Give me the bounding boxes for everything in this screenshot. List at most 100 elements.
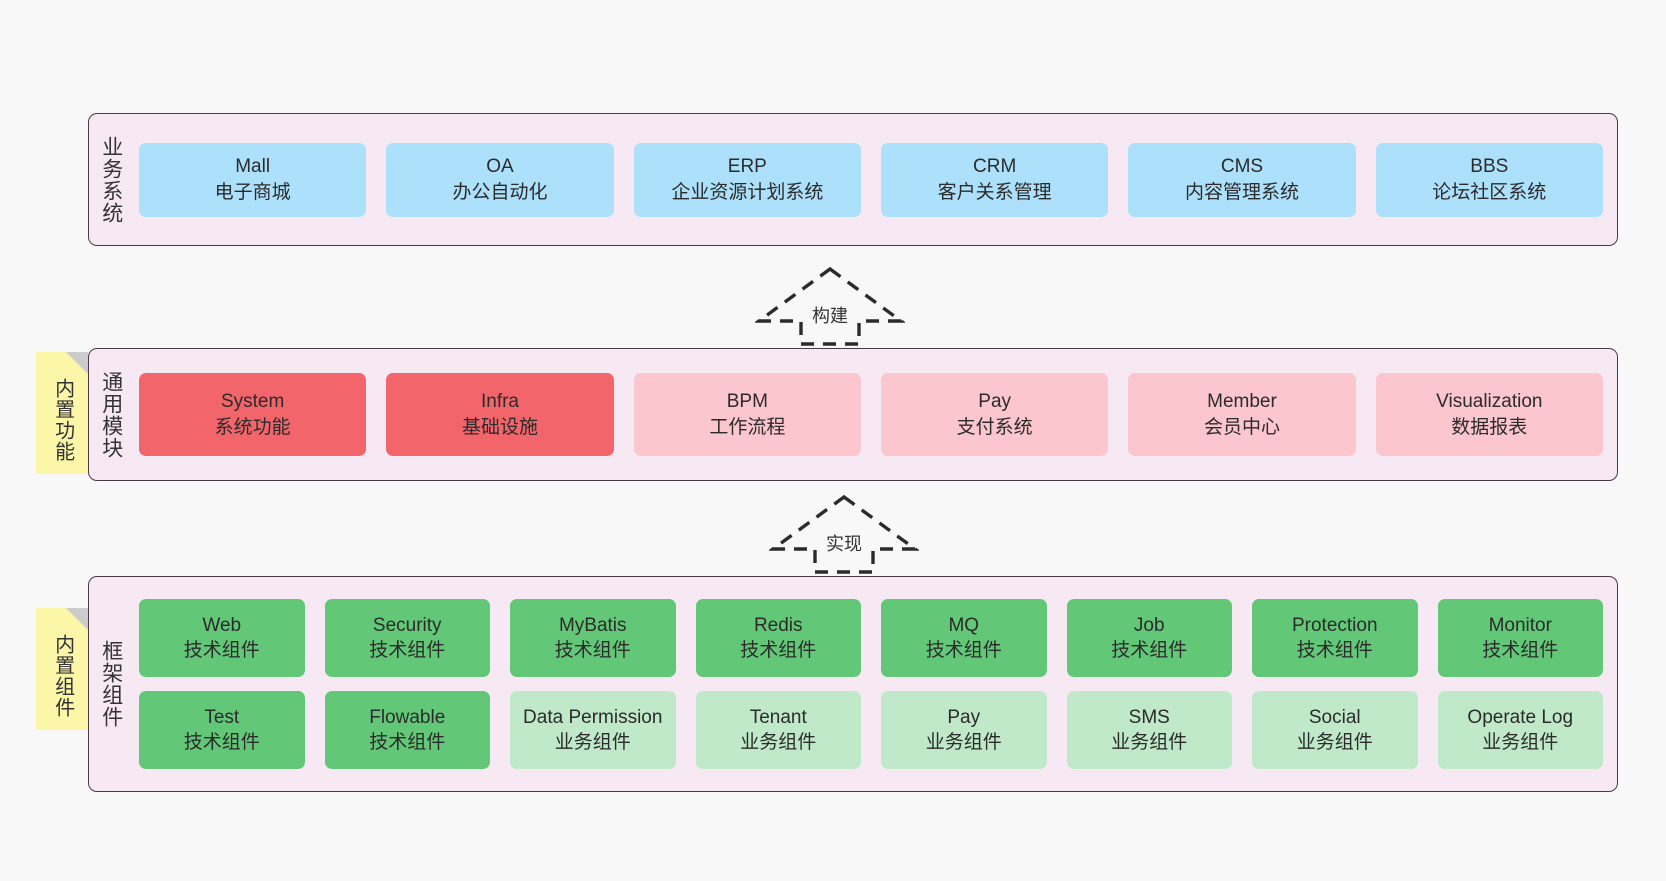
card-web[interactable]: Web 技术组件 [139, 599, 305, 677]
card-redis[interactable]: Redis 技术组件 [695, 599, 861, 677]
layer-title-common-modules: 通用模块 [99, 370, 123, 459]
card-title: CMS [1220, 156, 1264, 178]
note-builtin-components: 内置组件 [36, 608, 88, 730]
card-title: ERP [727, 156, 767, 178]
card-title: Member [1207, 391, 1277, 413]
card-cms[interactable]: CMS 内容管理系统 [1128, 142, 1356, 217]
card-visualization[interactable]: Visualization 数据报表 [1375, 373, 1603, 456]
card-subtitle: 工作流程 [709, 416, 786, 438]
dashed-hollow-arrow-icon [767, 494, 921, 574]
card-subtitle: 技术组件 [740, 640, 817, 661]
layer-business-systems: 业务系统 Mall 电子商城 OA 办公自动化 ERP 企业资源计划系统 CRM… [88, 113, 1618, 246]
card-monitor[interactable]: Monitor 技术组件 [1437, 599, 1603, 677]
note-label: 内置组件 [51, 634, 74, 718]
page-fold-icon [66, 352, 88, 374]
card-infra[interactable]: Infra 基础设施 [386, 373, 614, 456]
card-subtitle: 业务组件 [1111, 732, 1188, 753]
layer-items-business-systems: Mall 电子商城 OA 办公自动化 ERP 企业资源计划系统 CRM 客户关系… [133, 114, 1617, 245]
card-title: Data Permission [523, 706, 663, 728]
card-subtitle: 基础设施 [461, 416, 538, 438]
card-title: OA [486, 156, 514, 178]
arrow-label-build: 构建 [812, 306, 848, 326]
card-title: Tenant [749, 706, 807, 728]
card-title: Visualization [1436, 391, 1543, 413]
layer-common-modules: 通用模块 System 系统功能 Infra 基础设施 BPM 工作流程 Pay… [88, 348, 1618, 481]
arrow-implement: 实现 [767, 493, 921, 576]
card-pay-component[interactable]: Pay 业务组件 [881, 691, 1047, 769]
card-title: Protection [1291, 614, 1378, 636]
card-title: Security [372, 614, 442, 636]
card-subtitle: 企业资源计划系统 [671, 181, 824, 203]
card-oa[interactable]: OA 办公自动化 [386, 142, 614, 217]
card-subtitle: 技术组件 [1296, 640, 1373, 661]
card-flowable[interactable]: Flowable 技术组件 [324, 691, 490, 769]
card-subtitle: 技术组件 [183, 732, 260, 753]
card-title: Monitor [1488, 614, 1552, 636]
card-subtitle: 业务组件 [925, 732, 1002, 753]
arrow-label-implement: 实现 [826, 534, 862, 554]
card-title: Test [204, 706, 240, 728]
card-subtitle: 技术组件 [1111, 640, 1188, 661]
card-security[interactable]: Security 技术组件 [324, 599, 490, 677]
card-mall[interactable]: Mall 电子商城 [139, 142, 367, 217]
layer-items-framework-components: Web 技术组件 Security 技术组件 MyBatis 技术组件 Redi… [133, 577, 1617, 791]
card-pay-module[interactable]: Pay 支付系统 [880, 373, 1109, 456]
card-subtitle: 业务组件 [1296, 732, 1373, 753]
card-title: SMS [1128, 706, 1170, 728]
card-title: System [220, 391, 285, 413]
card-title: Pay [978, 391, 1012, 413]
card-subtitle: 系统功能 [214, 416, 291, 438]
card-subtitle: 技术组件 [925, 640, 1002, 661]
card-title: Web [202, 614, 242, 636]
card-protection[interactable]: Protection 技术组件 [1252, 599, 1418, 677]
card-data-permission[interactable]: Data Permission 业务组件 [510, 691, 676, 769]
note-label: 内置功能 [51, 378, 74, 462]
card-mybatis[interactable]: MyBatis 技术组件 [510, 599, 676, 677]
card-bbs[interactable]: BBS 论坛社区系统 [1375, 142, 1603, 217]
card-subtitle: 支付系统 [956, 416, 1033, 438]
card-subtitle: 数据报表 [1451, 416, 1528, 438]
card-tenant[interactable]: Tenant 业务组件 [695, 691, 861, 769]
card-subtitle: 业务组件 [740, 732, 817, 753]
card-row: Web 技术组件 Security 技术组件 MyBatis 技术组件 Redi… [139, 599, 1603, 677]
card-title: Flowable [369, 706, 446, 728]
card-crm[interactable]: CRM 客户关系管理 [880, 142, 1109, 217]
layer-items-common-modules: System 系统功能 Infra 基础设施 BPM 工作流程 Pay 支付系统… [133, 349, 1617, 480]
card-title: Social [1308, 706, 1361, 728]
card-subtitle: 办公自动化 [452, 181, 548, 203]
layer-framework-components: 框架组件 Web 技术组件 Security 技术组件 MyBatis 技术组件… [88, 576, 1618, 792]
card-sms[interactable]: SMS 业务组件 [1066, 691, 1232, 769]
card-subtitle: 业务组件 [1482, 732, 1559, 753]
card-erp[interactable]: ERP 企业资源计划系统 [633, 142, 861, 217]
card-member[interactable]: Member 会员中心 [1128, 373, 1356, 456]
card-title: Mall [235, 156, 271, 178]
card-title: Infra [480, 391, 519, 413]
card-title: BBS [1470, 156, 1509, 178]
card-operate-log[interactable]: Operate Log 业务组件 [1437, 691, 1603, 769]
card-title: BPM [726, 391, 768, 413]
card-subtitle: 论坛社区系统 [1432, 181, 1547, 203]
card-subtitle: 业务组件 [554, 732, 631, 753]
card-title: Pay [947, 706, 981, 728]
card-social[interactable]: Social 业务组件 [1252, 691, 1418, 769]
page-fold-icon [66, 608, 88, 630]
card-title: MyBatis [558, 614, 627, 636]
card-row: Mall 电子商城 OA 办公自动化 ERP 企业资源计划系统 CRM 客户关系… [139, 142, 1603, 217]
card-subtitle: 电子商城 [214, 181, 291, 203]
card-subtitle: 内容管理系统 [1184, 181, 1299, 203]
note-builtin-functions: 内置功能 [36, 352, 88, 474]
card-title: MQ [948, 614, 980, 636]
layer-title-framework-components: 框架组件 [99, 640, 123, 728]
card-job[interactable]: Job 技术组件 [1066, 599, 1232, 677]
card-bpm[interactable]: BPM 工作流程 [633, 373, 861, 456]
arrow-build: 构建 [753, 265, 907, 348]
card-system[interactable]: System 系统功能 [139, 373, 367, 456]
dashed-hollow-arrow-icon [753, 266, 907, 346]
card-mq[interactable]: MQ 技术组件 [881, 599, 1047, 677]
card-subtitle: 技术组件 [369, 640, 446, 661]
card-row: Test 技术组件 Flowable 技术组件 Data Permission … [139, 691, 1603, 769]
card-test[interactable]: Test 技术组件 [139, 691, 305, 769]
card-subtitle: 技术组件 [554, 640, 631, 661]
card-subtitle: 技术组件 [183, 640, 260, 661]
